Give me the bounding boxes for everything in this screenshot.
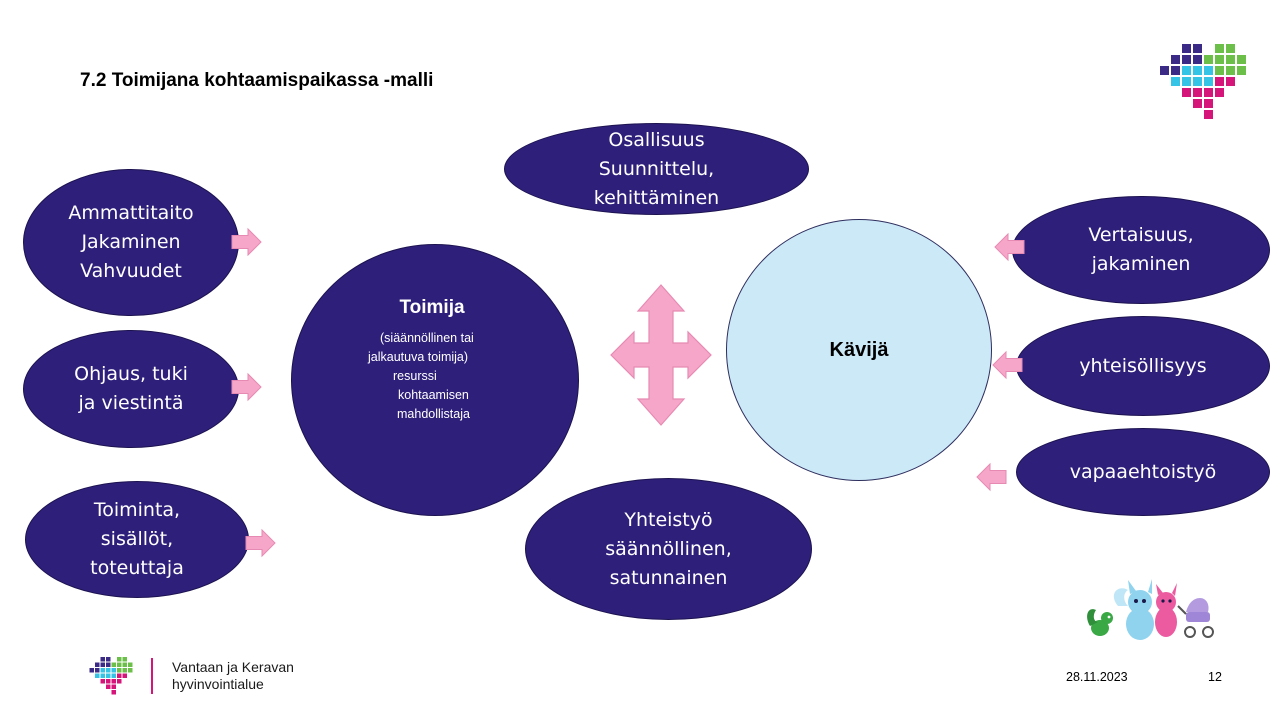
arrow-left-icon xyxy=(977,464,1007,490)
arrow-right-icon xyxy=(246,530,276,556)
kavija-circle: Kävijä xyxy=(726,219,992,481)
footer-organization: Vantaan ja Keravan hyvinvointialue xyxy=(172,659,294,693)
top-bubble-osallisuus: Osallisuus Suunnittelu, kehittäminen xyxy=(504,123,809,215)
arrow-left-icon xyxy=(993,352,1023,378)
right-bubble-yhteisollisyys: yhteisöllisyys xyxy=(1016,316,1270,416)
left-bubble-ohjaus: Ohjaus, tuki ja viestintä xyxy=(23,330,239,448)
left-bubble-ammattitaito: Ammattitaito Jakaminen Vahvuudet xyxy=(23,169,239,316)
left-bubble-toiminta: Toiminta, sisällöt, toteuttaja xyxy=(25,481,249,598)
arrow-right-icon xyxy=(232,229,262,255)
toimija-circle: Toimija (siäännöllinen tai jalkautuva to… xyxy=(291,244,579,516)
toimija-description: (siäännöllinen tai jalkautuva toimija) r… xyxy=(352,329,542,424)
footer-divider xyxy=(151,658,153,694)
page-number: 12 xyxy=(1208,670,1222,684)
footer-logo-icon xyxy=(89,657,135,695)
arrow-right-icon xyxy=(232,374,262,400)
slide-title: 7.2 Toimijana kohtaamispaikassa -malli xyxy=(80,70,433,92)
logo-heart-icon xyxy=(1160,44,1250,120)
right-bubble-vapaaehtoistyo: vapaaehtoistyö xyxy=(1016,428,1270,516)
arrow-left-icon xyxy=(995,234,1025,260)
bottom-bubble-yhteistyo: Yhteistyö säännöllinen, satunnainen xyxy=(525,478,812,620)
right-bubble-vertaisuus: Vertaisuus, jakaminen xyxy=(1012,196,1270,304)
footer-date: 28.11.2023 xyxy=(1066,670,1128,684)
mascots-illustration xyxy=(1082,576,1222,646)
toimija-title: Toimija xyxy=(292,297,572,319)
four-way-arrow-icon xyxy=(610,284,712,426)
